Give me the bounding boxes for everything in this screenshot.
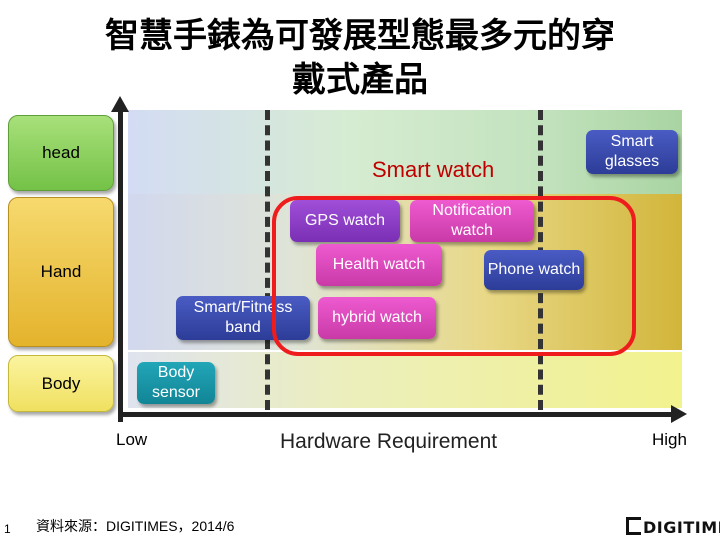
logo-text: DIGITIMES (643, 518, 720, 537)
product-gps-watch: GPS watch (290, 200, 400, 242)
horizontal-axis-arrow (671, 405, 687, 423)
product-smart-glasses: Smart glasses (586, 130, 678, 174)
smart-watch-highlight-outline (272, 196, 636, 356)
axis-high-label: High (652, 430, 687, 449)
smart-watch-group-label: Smart watch (372, 157, 495, 182)
product-notification-watch: Notification watch (410, 200, 534, 242)
category-hand: Hand (8, 197, 114, 347)
slide-title: 智慧手錶為可發展型態最多元的穿 戴式產品 (0, 14, 720, 102)
digitimes-logo: DIGITIMES (626, 517, 720, 537)
page-number: 1 (4, 522, 11, 536)
product-body-sensor: Body sensor (137, 362, 215, 404)
divider-dashed-line-1 (265, 110, 270, 410)
axis-title: Hardware Requirement (280, 430, 498, 453)
source-note: 資料來源：DIGITIMES，2014/6 (36, 518, 235, 534)
category-body: Body (8, 355, 114, 412)
product-hybrid-watch: hybrid watch (318, 297, 436, 339)
body-band-background (128, 352, 682, 408)
axis-low-label: Low (116, 430, 148, 449)
title-line-2: 戴式產品 (292, 60, 428, 100)
vertical-axis (118, 110, 123, 422)
product-health-watch: Health watch (316, 244, 442, 286)
vertical-axis-arrow (111, 96, 129, 112)
horizontal-axis (118, 412, 673, 417)
title-line-1: 智慧手錶為可發展型態最多元的穿 (105, 16, 615, 56)
category-head: head (8, 115, 114, 191)
logo-mark-icon (626, 517, 641, 535)
product-phone-watch: Phone watch (484, 250, 584, 290)
